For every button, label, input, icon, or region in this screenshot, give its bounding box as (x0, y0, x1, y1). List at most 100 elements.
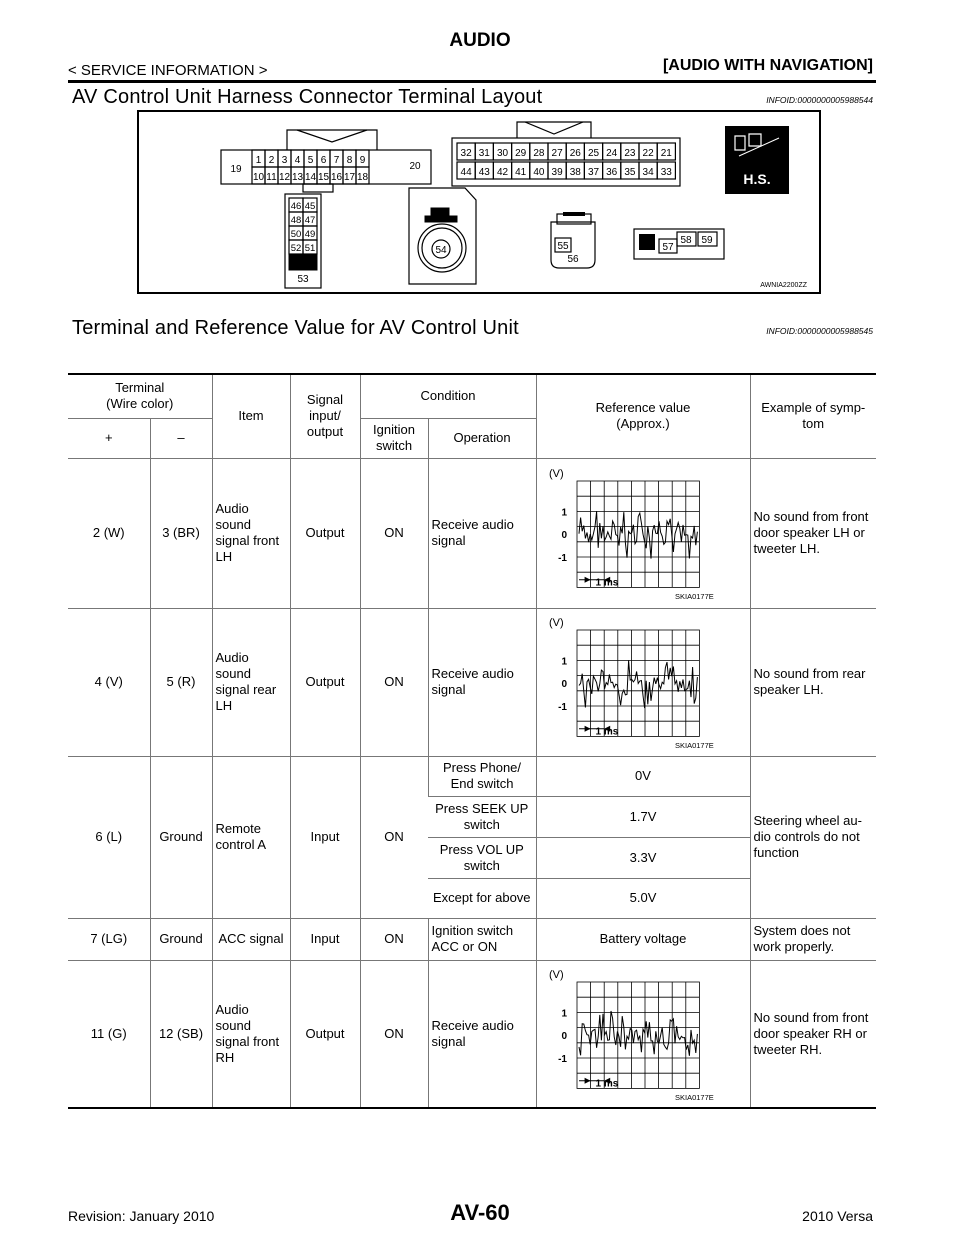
connector-f-housing (633, 228, 725, 260)
table-subrow: Press SEEK UP switch 1.7V (68, 796, 876, 838)
waveform-graph: (V)10-11 ms (549, 468, 700, 588)
header-signal: Signal input/ output (289, 373, 360, 459)
header-plus: + (68, 418, 150, 459)
connector-a-pin: 7 (334, 155, 340, 166)
waveform-time-arrow (584, 576, 591, 583)
connector-d-ring (417, 223, 467, 273)
terminal-table: Terminal (Wire color) Item Signal input/… (68, 373, 876, 1109)
cell-ignition: ON (359, 960, 428, 1109)
waveform-signal (578, 1010, 698, 1056)
connector-b-pin: 24 (606, 148, 618, 159)
cell-operation: Receive audio signal (427, 458, 536, 609)
connector-b-pin: 26 (570, 148, 582, 159)
connector-c-pin: 51 (305, 243, 316, 254)
page-section-title: AUDIO (449, 30, 511, 51)
table-subrow: Except for above 5.0V (68, 878, 876, 919)
connector-d-key-bar (424, 215, 458, 223)
waveform-time-arrow (604, 725, 611, 732)
connector-d-pin-54: 54 (435, 245, 447, 256)
connector-c-black-tab (288, 253, 318, 271)
connector-a-pin: 17 (344, 172, 356, 183)
connector-f-pin-58: 58 (680, 235, 692, 246)
header-minus: – (149, 418, 212, 459)
waveform-tick: -1 (558, 1054, 567, 1065)
waveform-graph: (V)10-11 ms (549, 617, 700, 737)
connector-c-pin: 46 (291, 201, 302, 212)
cell-operation: Press SEEK UP switch (428, 796, 536, 838)
waveform-unit: (V) (549, 969, 564, 981)
footer-revision: Revision: January 2010 (68, 1208, 215, 1224)
cell-plus: 2 (W) (68, 458, 150, 609)
cell-signal: Output (289, 960, 360, 1109)
connector-b-pin: 23 (624, 148, 636, 159)
waveform-unit: (V) (549, 468, 564, 480)
cell-minus: 3 (BR) (149, 458, 212, 609)
header-condition: Condition (359, 373, 536, 419)
header-symptom: Example of symp- tom (749, 373, 876, 459)
cell-item: Audio sound signal front RH (211, 960, 290, 1109)
waveform-unit: (V) (549, 617, 564, 629)
connector-f-pin-57: 57 (662, 242, 674, 253)
connector-d-housing (408, 187, 477, 285)
waveform-frame (576, 629, 700, 737)
connector-b-pin: 44 (461, 167, 473, 178)
connector-c-pin: 48 (291, 215, 302, 226)
waveform-signal (578, 660, 698, 709)
connector-b-latch-mark (524, 121, 584, 135)
cell-item: Audio sound signal front LH (211, 458, 290, 609)
cell-signal: Output (289, 458, 360, 609)
connector-e-latch-fill (563, 212, 585, 216)
waveform-time-label: 1 ms (596, 726, 619, 737)
connector-b-pin: 27 (552, 148, 564, 159)
connector-layout-title: AV Control Unit Harness Connector Termin… (72, 86, 543, 108)
connector-a-pin: 16 (331, 172, 343, 183)
connector-a-pin: 3 (282, 155, 288, 166)
cell-symptom: No sound from front door speaker LH or t… (749, 458, 876, 609)
connector-layout-infoid: INFOID:0000000005988544 (766, 95, 873, 105)
waveform-tick: -1 (558, 553, 567, 564)
cell-operation: Ignition switch ACC or ON (427, 918, 536, 961)
connector-c-pin: 45 (305, 201, 316, 212)
waveform-time-arrow (584, 725, 591, 732)
connector-b-pin: 35 (624, 167, 636, 178)
waveform-tick: 0 (561, 1031, 567, 1042)
cell-plus: 7 (LG) (68, 918, 150, 961)
connector-b-pin: 21 (661, 148, 673, 159)
connector-f-pin-59: 59 (701, 235, 713, 246)
cell-item: Audio sound signal rear LH (211, 608, 290, 757)
table-row: 2 (W) 3 (BR) Audio sound signal front LH… (68, 458, 876, 609)
connector-b-pin: 36 (606, 167, 618, 178)
waveform-tick: 1 (561, 656, 567, 667)
footer-page-number: AV-60 (450, 1200, 510, 1225)
waveform-time-arrow (584, 1077, 591, 1084)
table-row: 11 (G) 12 (SB) Audio sound signal front … (68, 960, 876, 1109)
waveform-time-label: 1 ms (596, 577, 619, 588)
cell-operation: Except for above (428, 878, 536, 919)
connector-f-cavity (697, 231, 718, 247)
cell-signal: Input (289, 918, 360, 961)
hs-icon-line (738, 137, 780, 157)
connector-a-pin: 4 (295, 155, 301, 166)
table-row: 7 (LG) Ground ACC signal Input ON Igniti… (68, 918, 876, 961)
connector-a-latch-mark (296, 129, 368, 143)
connector-b-pin: 29 (515, 148, 527, 159)
connector-c-housing (284, 193, 322, 289)
header-terminal: Terminal (Wire color) (68, 373, 212, 419)
connector-c-pin: 50 (291, 229, 302, 240)
connector-b-pin: 43 (479, 167, 491, 178)
footer-model: 2010 Versa (802, 1208, 873, 1224)
waveform-tick: 1 (561, 1008, 567, 1019)
header-ignition: Ignition switch (359, 418, 428, 459)
waveform-code: SKIA0177E (675, 741, 714, 750)
connector-d-ring-inner (421, 227, 463, 269)
waveform-graph: (V)10-11 ms (549, 969, 700, 1089)
connector-a-pin: 9 (360, 155, 366, 166)
connector-b-cavity (656, 161, 677, 180)
connector-a-pin: 6 (321, 155, 327, 166)
connector-e-housing (550, 221, 596, 269)
connector-c-pin-53: 53 (297, 274, 309, 285)
cell-ignition: ON (359, 918, 428, 961)
connector-b-pin: 28 (533, 148, 545, 159)
